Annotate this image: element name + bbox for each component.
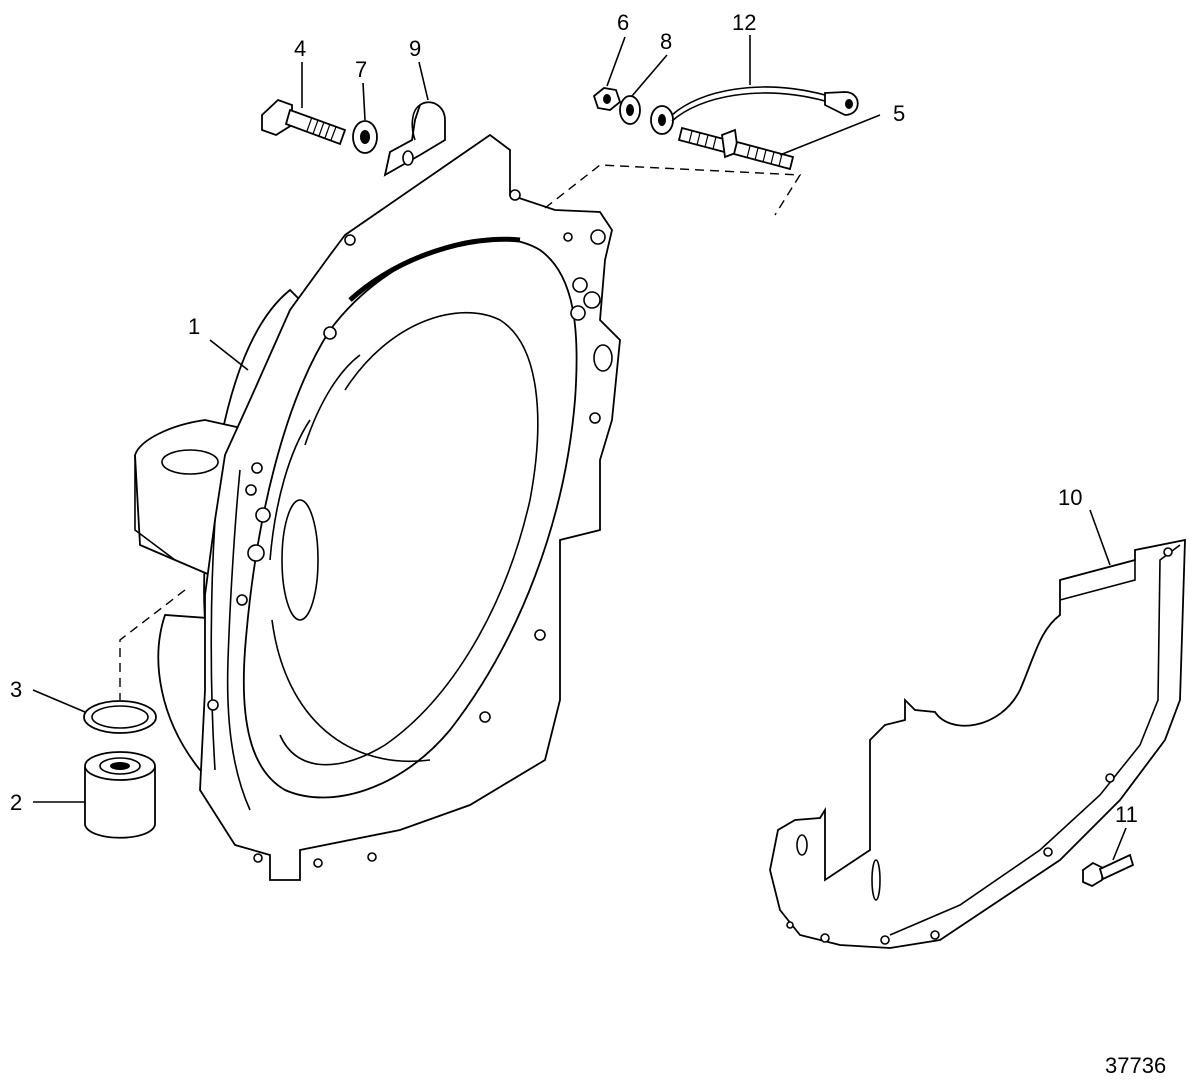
callout-5: 5 [893, 101, 905, 126]
flywheel-housing [134, 133, 621, 881]
lock-washer-8 [619, 95, 641, 125]
bolt [261, 98, 347, 146]
callout-11: 11 [1115, 802, 1138, 827]
callout-10: 10 [1058, 485, 1082, 510]
callout-4: 4 [294, 36, 306, 61]
callout-2: 2 [10, 790, 22, 815]
callout-8: 8 [660, 29, 672, 54]
assembly-line-lower [119, 589, 186, 700]
leader-lines [32, 35, 1127, 861]
callout-9: 9 [409, 36, 421, 61]
screw [1082, 853, 1135, 888]
callout-6: 6 [617, 10, 629, 35]
ground-cable [650, 86, 859, 135]
washer-7 [352, 120, 378, 154]
callout-12: 12 [732, 10, 756, 35]
callout-3: 3 [10, 677, 22, 702]
nut [592, 87, 622, 111]
callout-1: 1 [188, 314, 200, 339]
bushing [84, 751, 156, 839]
callout-7: 7 [355, 57, 367, 82]
assembly-line-upper [544, 164, 802, 216]
seal-ring [83, 700, 157, 734]
clip-bracket [383, 101, 446, 177]
figure-number: 37736 [1105, 1053, 1166, 1078]
flywheel-cover-shield [769, 538, 1186, 949]
stud [677, 126, 795, 171]
